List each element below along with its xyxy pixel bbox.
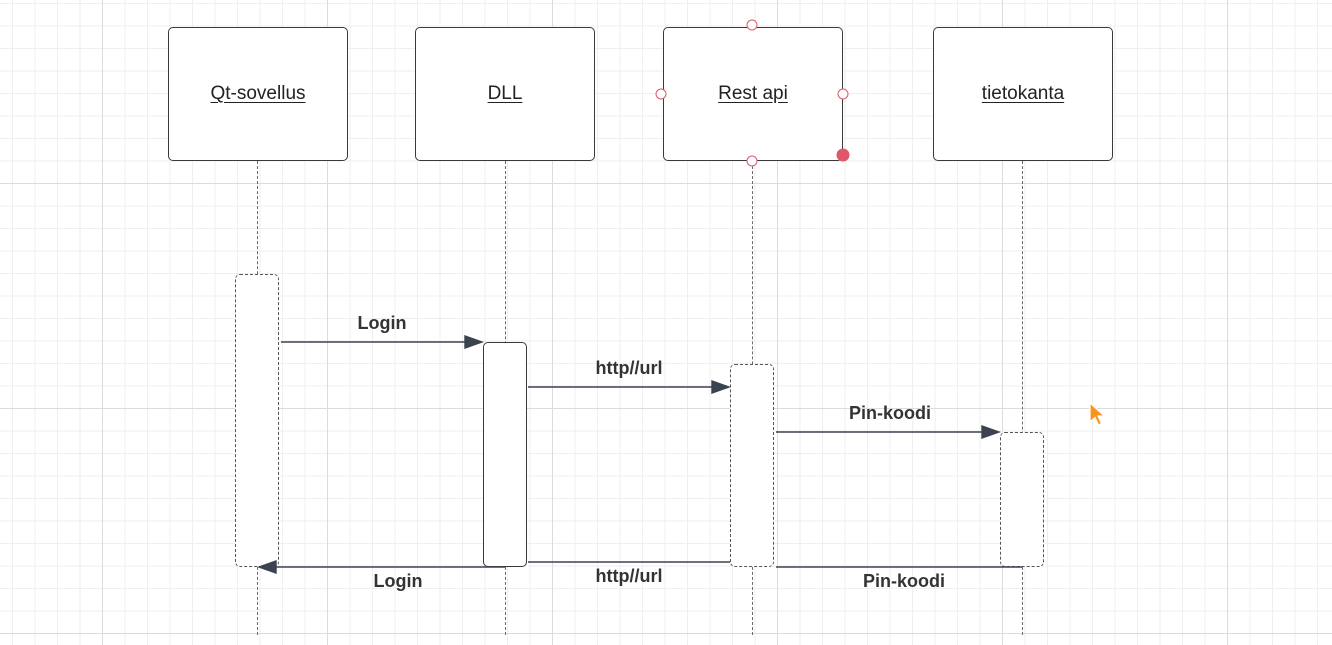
participant-label: tietokanta bbox=[981, 83, 1065, 104]
arrowhead bbox=[981, 425, 1002, 439]
connection-handle-top[interactable] bbox=[746, 19, 758, 31]
activation-tietokanta[interactable] bbox=[1000, 432, 1044, 567]
arrowhead bbox=[711, 380, 732, 394]
participant-label: Rest api bbox=[718, 83, 788, 104]
message-label-pin-koodi-response[interactable]: Pin-koodi bbox=[863, 571, 945, 591]
participant-tietokanta[interactable]: tietokanta bbox=[933, 27, 1113, 161]
connection-handle-left[interactable] bbox=[655, 88, 667, 100]
participant-qt-sovellus[interactable]: Qt-sovellus bbox=[168, 27, 348, 161]
arrowhead bbox=[464, 335, 485, 349]
message-label-login-request[interactable]: Login bbox=[357, 313, 407, 333]
message-label-pin-koodi-request[interactable]: Pin-koodi bbox=[849, 403, 931, 423]
participant-dll[interactable]: DLL bbox=[415, 27, 595, 161]
mouse-pointer-icon bbox=[1089, 402, 1107, 426]
connection-handle-bottom[interactable] bbox=[746, 155, 758, 167]
activation-qt-sovellus[interactable] bbox=[235, 274, 279, 567]
connection-handle-right[interactable] bbox=[837, 88, 849, 100]
resize-handle[interactable] bbox=[836, 148, 850, 162]
message-label-login-response[interactable]: Login bbox=[373, 571, 423, 591]
lifeline-tietokanta[interactable] bbox=[1022, 161, 1023, 635]
arrowhead bbox=[256, 560, 277, 574]
message-label-http-url-response[interactable]: http//url bbox=[595, 566, 663, 586]
activation-dll[interactable] bbox=[483, 342, 527, 567]
participant-label: DLL bbox=[487, 83, 523, 104]
activation-rest-api[interactable] bbox=[730, 364, 774, 567]
message-label-http-url-request[interactable]: http//url bbox=[595, 358, 663, 378]
participant-label: Qt-sovellus bbox=[210, 83, 306, 104]
